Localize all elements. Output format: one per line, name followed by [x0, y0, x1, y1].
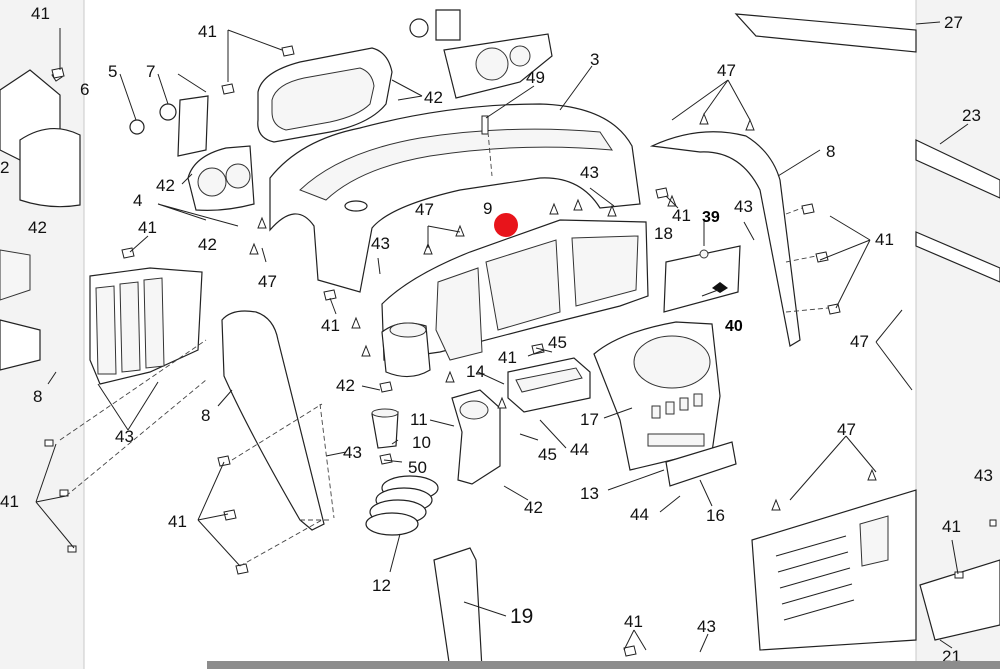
gauge-housing-left	[187, 145, 255, 211]
callout-label: 42	[336, 376, 355, 395]
callout-label: 40	[725, 318, 743, 335]
callout-label: 50	[408, 458, 427, 477]
cup-holder-part	[371, 408, 399, 449]
horizontal-scrollbar[interactable]	[207, 661, 1000, 669]
callout-label: 45	[548, 333, 567, 352]
leader-lines	[35, 21, 969, 653]
a-pillar-trim-part	[433, 547, 483, 669]
callout-label: 43	[580, 163, 599, 182]
callout-label: 41	[672, 206, 691, 225]
side-grille-part	[89, 267, 203, 385]
callout-label: 41	[198, 22, 217, 41]
callout-label: 23	[962, 106, 981, 125]
callout-label: 43	[115, 427, 134, 446]
callout-label: 14	[466, 362, 485, 381]
instrument-visor-part	[257, 47, 393, 143]
firewall-panel-part	[751, 489, 917, 651]
highlight-marker	[494, 213, 518, 237]
callout-label: 5	[108, 62, 117, 81]
callout-label: 41	[942, 517, 961, 536]
callout-label: 42	[156, 176, 175, 195]
callout-label: 11	[410, 410, 428, 429]
callout-label: 27	[944, 13, 963, 32]
callout-label: 12	[372, 576, 391, 595]
callout-label: 43	[974, 466, 993, 485]
top-rail-part	[734, 13, 917, 53]
bezel-part	[665, 441, 737, 487]
callout-label: 47	[837, 420, 856, 439]
callout-label: 42	[524, 498, 543, 517]
side-panel-left-part	[221, 310, 325, 531]
callout-label: 10	[412, 433, 431, 452]
control-cluster-part	[593, 321, 721, 471]
callout-label: 18	[654, 224, 673, 243]
callout-label: 3	[590, 50, 599, 69]
callout-label: 47	[850, 332, 869, 351]
callout-label: 17	[580, 410, 599, 429]
callout-label: 41	[138, 218, 157, 237]
callout-label: 41	[624, 612, 643, 631]
callout-label: 43	[697, 617, 716, 636]
callout-label: 47	[258, 272, 277, 291]
gauge-pod-part	[443, 33, 553, 99]
right-adjacent-panel	[915, 0, 1000, 669]
callout-label: 43	[343, 443, 362, 462]
callout-label: 43	[371, 234, 390, 253]
lower-dash-body-part	[381, 219, 649, 378]
callout-label: 43	[734, 197, 753, 216]
callout-label: 8	[201, 406, 210, 425]
flex-hose-part	[365, 475, 439, 536]
callout-label: 4	[133, 191, 142, 210]
callout-label: 2	[0, 158, 9, 177]
pocket-tray-part	[507, 357, 591, 413]
callout-label: 42	[424, 88, 443, 107]
glovebox-door-part	[663, 245, 741, 313]
callout-label: 41	[31, 4, 50, 23]
callout-label: 44	[630, 505, 649, 524]
callout-label: 41	[498, 348, 517, 367]
callout-label: 42	[198, 235, 217, 254]
callout-label: 49	[526, 68, 545, 87]
callout-label: 39	[702, 209, 720, 226]
side-panel-right-part	[649, 131, 801, 347]
callout-label: 41	[321, 316, 340, 335]
center-duct-part	[451, 389, 501, 485]
callout-labels: 41 41 27 5 7 6 42 49 3 47 23 42 2 4 42 8…	[0, 4, 993, 666]
callout-label: 19	[510, 605, 533, 628]
callout-label: 47	[717, 61, 736, 80]
callout-label: 6	[80, 80, 89, 99]
callout-label: 13	[580, 484, 599, 503]
callout-label: 45	[538, 445, 557, 464]
callout-label: 16	[706, 506, 725, 525]
callout-label: 8	[826, 142, 835, 161]
callout-label: 47	[415, 200, 434, 219]
callout-label: 8	[33, 387, 42, 406]
fastener-hardware	[51, 45, 877, 657]
callout-label: 7	[146, 62, 155, 81]
small-gauge-parts	[129, 9, 461, 157]
callout-label: 41	[168, 512, 187, 531]
callout-label: 41	[0, 492, 19, 511]
callout-label: 9	[483, 199, 492, 218]
callout-label: 44	[570, 440, 589, 459]
left-adjacent-panel	[0, 0, 85, 669]
callout-label: 42	[28, 218, 47, 237]
dash-top-panel-part	[269, 103, 641, 293]
callout-label: 41	[875, 230, 894, 249]
